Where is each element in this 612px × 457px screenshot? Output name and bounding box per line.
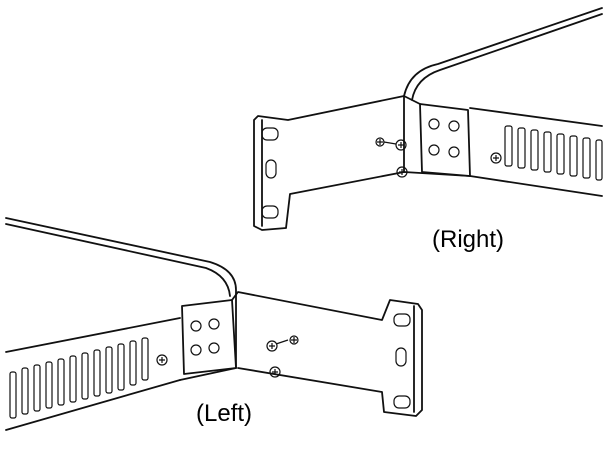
right-vent-slots	[504, 125, 603, 181]
right-assembly	[253, 7, 603, 231]
right-ground-screw-icon	[490, 152, 502, 164]
left-chassis	[5, 217, 237, 431]
right-bracket	[253, 95, 471, 231]
left-vent-slots	[9, 337, 149, 419]
right-side-label: (Right)	[432, 226, 505, 253]
left-assembly	[5, 217, 423, 431]
left-side-label: (Left)	[196, 400, 253, 427]
left-bracket	[181, 291, 423, 417]
right-screws	[375, 137, 408, 178]
left-ground-screw-icon	[156, 354, 168, 366]
left-screws	[266, 335, 299, 378]
